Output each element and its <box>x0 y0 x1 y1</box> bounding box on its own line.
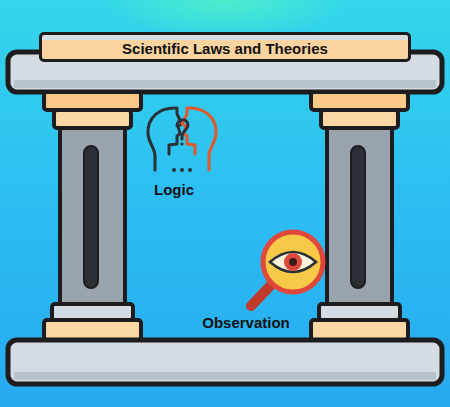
base-slab <box>8 340 442 384</box>
base <box>52 304 133 320</box>
question-dot <box>180 142 183 145</box>
base <box>311 320 408 340</box>
logic-icon <box>148 108 216 172</box>
dot <box>172 168 176 172</box>
icon-label: Observation <box>202 314 290 331</box>
eye <box>270 252 316 272</box>
magnifier-lens <box>263 232 323 292</box>
band-title: Scientific Laws and Theories <box>122 37 328 57</box>
shaft <box>327 128 392 306</box>
right-pillar <box>311 92 408 340</box>
shaft <box>60 128 125 306</box>
capital <box>321 110 398 128</box>
icon-label: Logic <box>154 181 194 198</box>
roof-shadow <box>14 80 436 88</box>
base <box>319 304 400 320</box>
magnifier-handle <box>251 284 272 306</box>
base-shadow <box>14 372 436 380</box>
flute <box>351 146 365 288</box>
left-pillar <box>44 92 141 340</box>
title-band: Scientific Laws and Theories <box>39 32 411 62</box>
base <box>44 320 141 340</box>
observation-icon <box>251 232 323 306</box>
question-mark <box>177 120 188 139</box>
dot <box>188 168 192 172</box>
capital <box>311 92 408 110</box>
capital <box>44 92 141 110</box>
flute <box>84 146 98 288</box>
right-head <box>182 108 216 170</box>
pupil <box>289 258 297 266</box>
iris <box>284 253 302 271</box>
capital <box>54 110 131 128</box>
left-head <box>148 108 182 170</box>
dot <box>180 168 184 172</box>
